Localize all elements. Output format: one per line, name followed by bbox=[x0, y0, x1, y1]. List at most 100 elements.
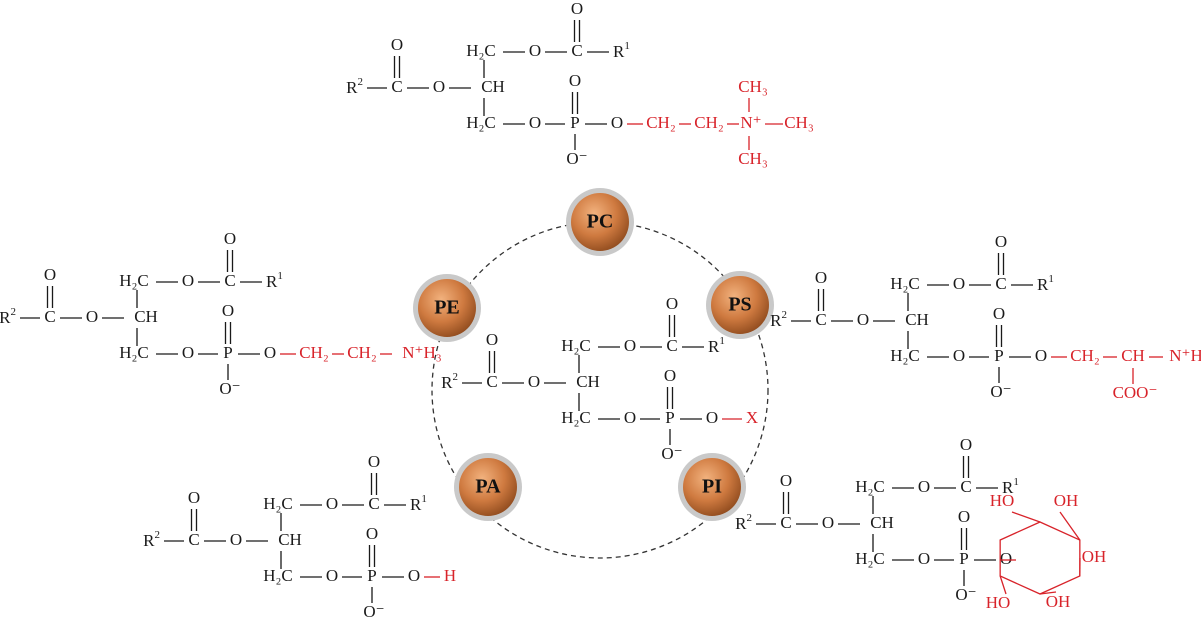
atom-o-minus: O⁻ bbox=[661, 444, 682, 463]
atom-o: O bbox=[664, 366, 676, 385]
atom-o: O bbox=[1035, 346, 1047, 365]
atom-oh: OH bbox=[1082, 547, 1107, 566]
atom-nh3-plus: N⁺H₃ bbox=[1169, 346, 1201, 365]
atom-ch3: CH₃ bbox=[784, 113, 814, 132]
atom-c: C bbox=[188, 530, 199, 549]
atom-o: O bbox=[953, 274, 965, 293]
atom-c: C bbox=[224, 271, 235, 290]
central-dashed-circle bbox=[431, 221, 769, 559]
atom-ch: CH bbox=[905, 310, 929, 329]
atom-p: P bbox=[223, 343, 232, 362]
r2-group: R2 bbox=[0, 306, 16, 327]
node-ps: PS bbox=[706, 271, 774, 339]
atom-ch: CH bbox=[870, 513, 894, 532]
atom-o: O bbox=[391, 35, 403, 54]
r2-group: R2 bbox=[770, 309, 787, 330]
atom-o: O bbox=[958, 507, 970, 526]
atom-c: C bbox=[368, 494, 379, 513]
atom-p: P bbox=[570, 113, 579, 132]
headgroup-x: X bbox=[746, 408, 758, 427]
node-ball bbox=[711, 276, 769, 334]
atom-o: O bbox=[44, 265, 56, 284]
atom-o: O bbox=[182, 271, 194, 290]
atom-c: C bbox=[780, 513, 791, 532]
atom-h2c: H₂C bbox=[561, 336, 591, 355]
atom-o: O bbox=[953, 346, 965, 365]
atom-o: O bbox=[528, 372, 540, 391]
atom-h2c: H₂C bbox=[890, 274, 920, 293]
atom-h2c: H₂C bbox=[119, 271, 149, 290]
atom-ch: CH bbox=[134, 307, 158, 326]
node-label-pi: PI bbox=[702, 476, 722, 498]
atom-c: C bbox=[391, 77, 402, 96]
atom-h2c: H₂C bbox=[263, 566, 293, 585]
atom-oh: OH bbox=[1054, 491, 1079, 510]
node-pe: PE bbox=[413, 274, 481, 342]
atom-o: O bbox=[86, 307, 98, 326]
r2-group: R2 bbox=[441, 371, 458, 392]
atom-o: O bbox=[182, 343, 194, 362]
atom-o: O bbox=[222, 301, 234, 320]
atom-c: C bbox=[44, 307, 55, 326]
atom-h2c: H₂C bbox=[466, 41, 496, 60]
atom-h2c: H₂C bbox=[466, 113, 496, 132]
atom-h2c: H₂C bbox=[855, 549, 885, 568]
atom-c: C bbox=[960, 477, 971, 496]
atom-o: O bbox=[611, 113, 623, 132]
node-label-pa: PA bbox=[475, 476, 501, 498]
atom-o: O bbox=[571, 0, 583, 18]
atom-n-plus: N⁺ bbox=[740, 113, 761, 132]
atom-o: O bbox=[486, 330, 498, 349]
atom-o: O bbox=[995, 232, 1007, 251]
atom-o: O bbox=[780, 471, 792, 490]
atom-o: O bbox=[529, 41, 541, 60]
atom-ch2: CH₂ bbox=[1070, 346, 1100, 365]
atom-o: O bbox=[857, 310, 869, 329]
atom-o: O bbox=[1000, 549, 1012, 568]
atom-o: O bbox=[368, 452, 380, 471]
atom-o: O bbox=[993, 304, 1005, 323]
atom-o: O bbox=[230, 530, 242, 549]
atom-ch: CH bbox=[1121, 346, 1145, 365]
atom-o: O bbox=[408, 566, 420, 585]
atom-ch: CH bbox=[576, 372, 600, 391]
atom-h: H bbox=[444, 566, 456, 585]
atom-o-minus: O⁻ bbox=[990, 382, 1011, 401]
atom-ch2: CH₂ bbox=[347, 343, 377, 362]
r1-group: R1 bbox=[708, 335, 725, 356]
atom-o: O bbox=[569, 71, 581, 90]
node-label-pc: PC bbox=[587, 211, 614, 233]
atom-h2c: H₂C bbox=[855, 477, 885, 496]
bond bbox=[1039, 591, 1057, 595]
atom-o: O bbox=[326, 566, 338, 585]
atom-ch2: CH₂ bbox=[694, 113, 724, 132]
node-ball bbox=[571, 193, 629, 251]
atom-o: O bbox=[264, 343, 276, 362]
r1-group: R1 bbox=[613, 40, 630, 61]
atom-oh: HO bbox=[986, 593, 1011, 612]
atom-o: O bbox=[918, 549, 930, 568]
node-ball bbox=[683, 458, 741, 516]
atom-o: O bbox=[666, 294, 678, 313]
atom-oh: HO bbox=[990, 491, 1015, 510]
atom-c: C bbox=[995, 274, 1006, 293]
atom-o-minus: O⁻ bbox=[363, 602, 384, 621]
bond bbox=[1011, 511, 1041, 523]
atom-o-minus: O⁻ bbox=[219, 379, 240, 398]
headgroup-nodes: PC PS PI PA PE bbox=[413, 188, 774, 521]
atom-o: O bbox=[706, 408, 718, 427]
node-label-ps: PS bbox=[728, 294, 751, 316]
atom-o: O bbox=[815, 268, 827, 287]
atom-nh3-plus: N⁺H₃ bbox=[402, 343, 442, 362]
atom-o: O bbox=[366, 524, 378, 543]
r2-group: R2 bbox=[143, 529, 160, 550]
atom-coo-minus: COO⁻ bbox=[1113, 383, 1158, 402]
r1-group: R1 bbox=[1037, 273, 1054, 294]
r1-group: R1 bbox=[266, 270, 283, 291]
atom-p: P bbox=[959, 549, 968, 568]
